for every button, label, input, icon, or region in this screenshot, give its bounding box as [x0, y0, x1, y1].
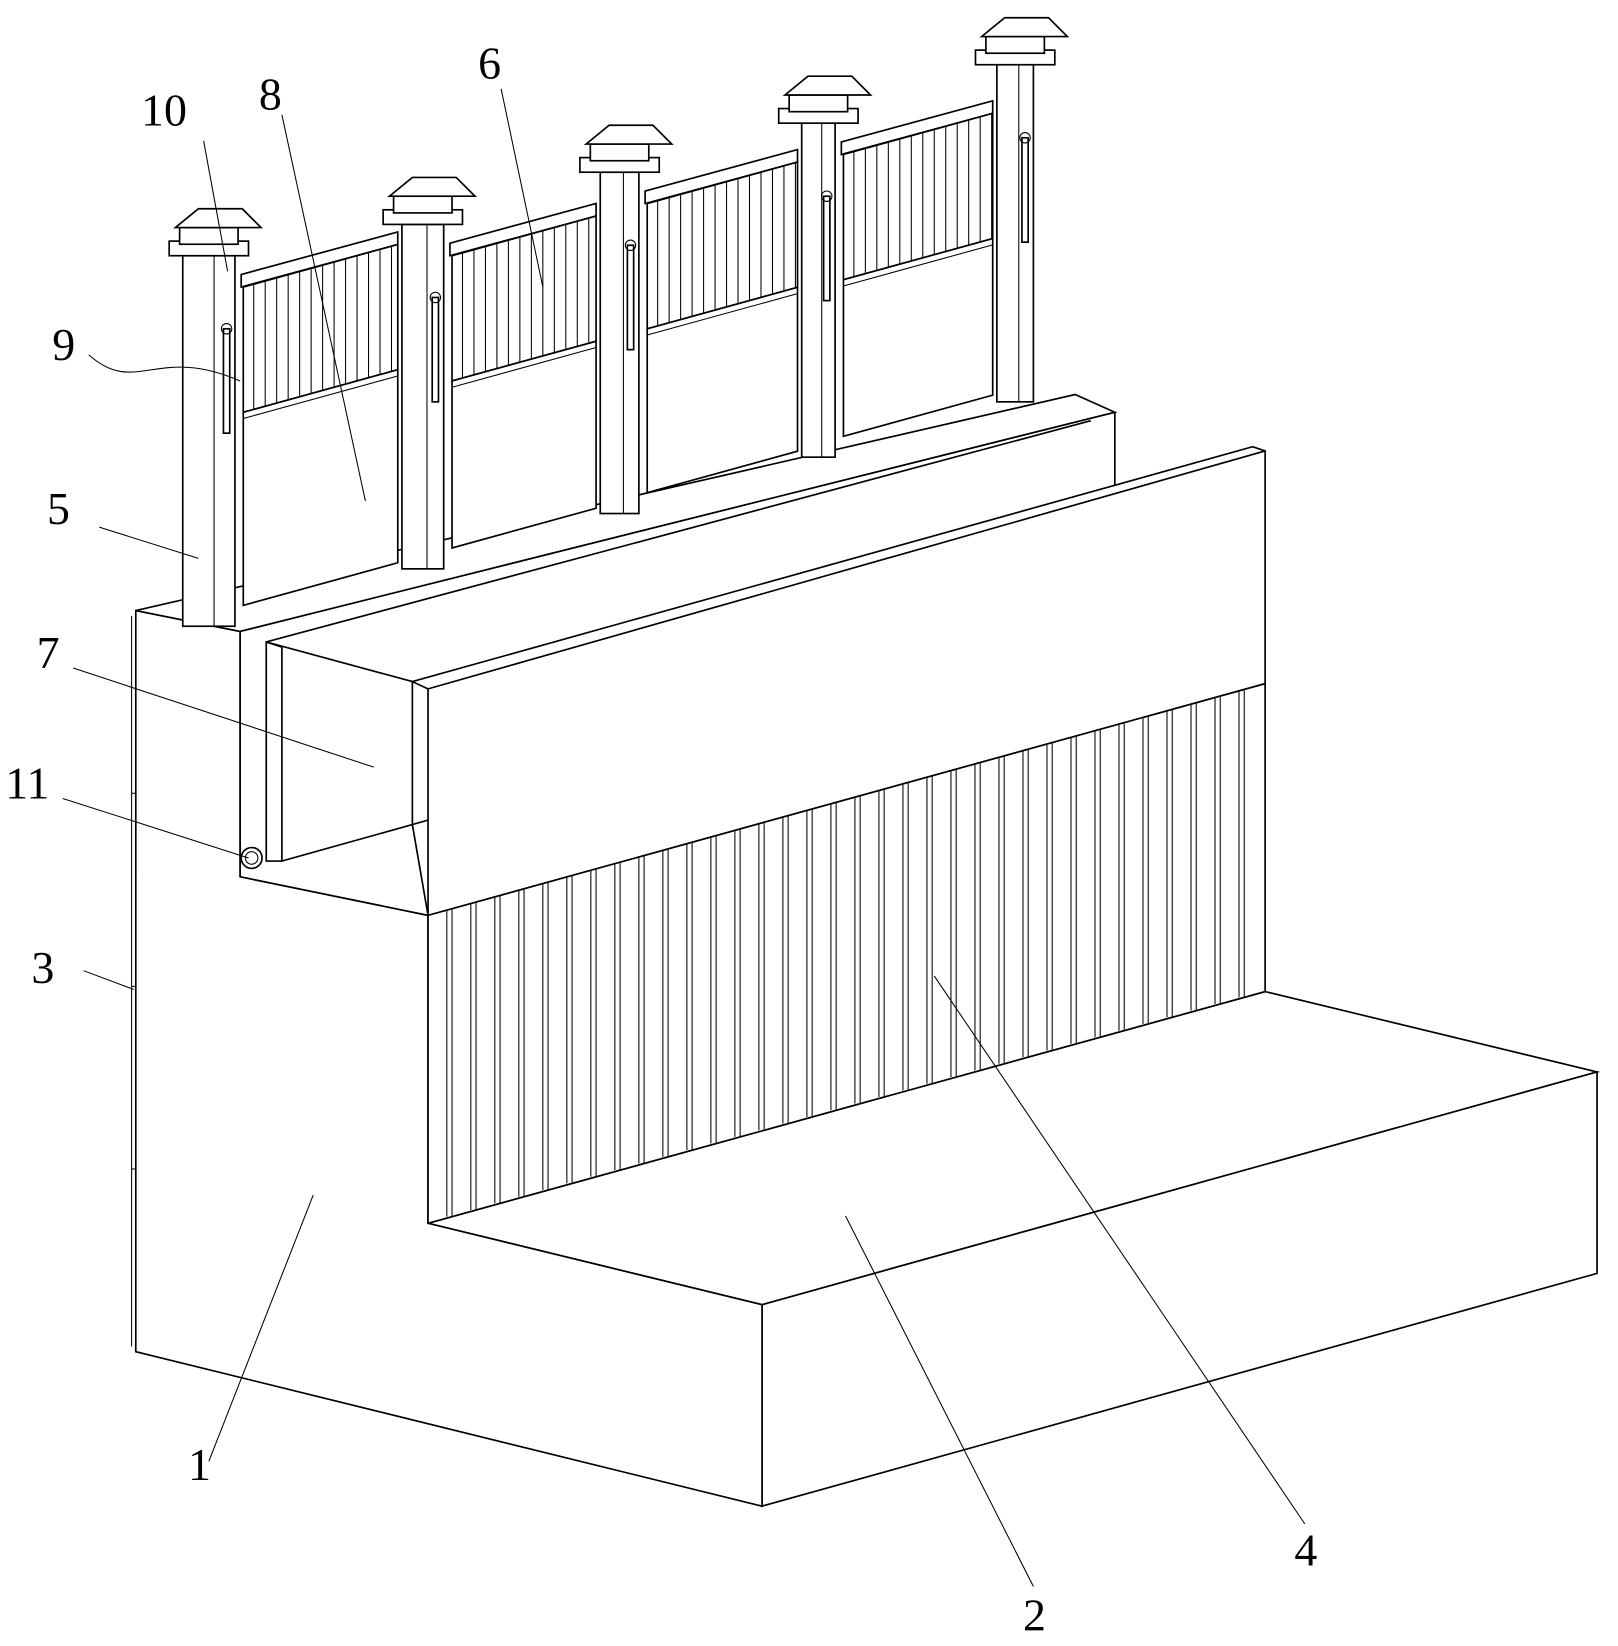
- actuator-9: [223, 329, 229, 433]
- cap-box: [789, 95, 847, 112]
- cap-roof-10: [389, 177, 475, 196]
- cap-roof-10: [785, 76, 871, 95]
- label-6: 6: [478, 37, 501, 88]
- cap-box: [590, 144, 648, 161]
- label-3: 3: [31, 942, 54, 993]
- actuator-9: [627, 245, 633, 349]
- cap-box: [394, 196, 452, 213]
- actuator-9: [1022, 138, 1028, 242]
- label-8: 8: [259, 69, 282, 120]
- label-1: 1: [188, 1439, 211, 1490]
- gate-8: [243, 370, 397, 606]
- cap-box: [986, 37, 1044, 54]
- cap-roof-10: [586, 125, 672, 144]
- label-5: 5: [47, 483, 70, 534]
- cap-box: [180, 228, 238, 245]
- actuator-9: [432, 297, 438, 401]
- fence-section: [645, 150, 797, 493]
- label-2: 2: [1023, 1589, 1046, 1640]
- actuator-9: [824, 196, 830, 300]
- label-9: 9: [52, 319, 75, 370]
- label-7: 7: [37, 627, 60, 678]
- label-11: 11: [5, 757, 49, 808]
- label-10: 10: [141, 84, 187, 135]
- fence-section: [450, 203, 596, 547]
- post: [183, 256, 235, 627]
- cap-roof-10: [982, 18, 1068, 37]
- label-4: 4: [1294, 1525, 1317, 1576]
- fence-section: [841, 101, 992, 436]
